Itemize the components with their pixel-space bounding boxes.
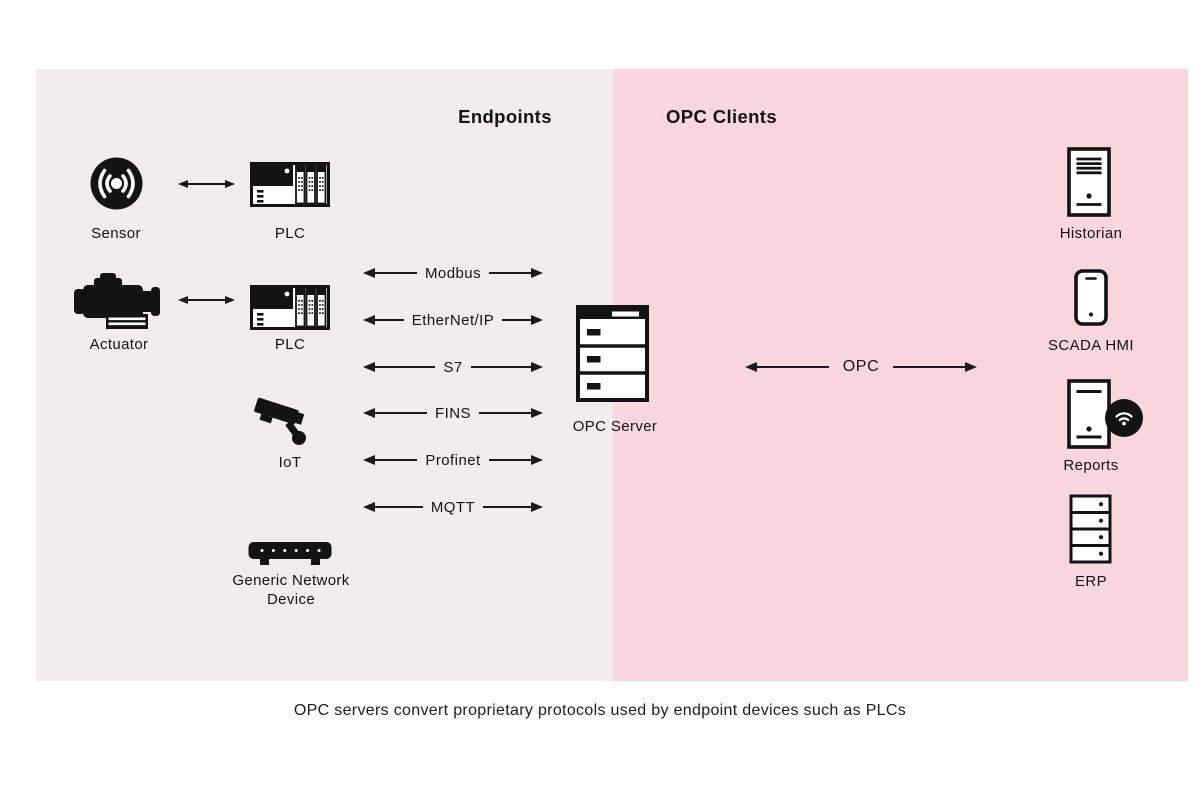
- device-label-plc-2: PLC: [274, 336, 306, 353]
- device-label-iot: IoT: [278, 454, 302, 471]
- report-server-icon: [1067, 379, 1144, 455]
- protocol-label: Modbus: [424, 264, 482, 282]
- server-tower-icon: [1067, 147, 1111, 217]
- network-switch-icon: [248, 541, 332, 566]
- server-drawers-icon: [576, 305, 649, 402]
- cctv-camera-icon: [254, 395, 312, 447]
- protocol-label: FINS: [435, 404, 471, 422]
- device-label-generic-network-device: Generic Network Device: [232, 572, 350, 608]
- device-label-actuator: Actuator: [89, 336, 149, 353]
- bidirectional-arrow: [178, 294, 235, 306]
- client-label-scada-hmi: SCADA HMI: [1048, 337, 1134, 354]
- protocol-label: S7: [443, 358, 463, 376]
- protocol-link-modbus: Modbus: [363, 263, 544, 283]
- protocol-label: Profinet: [425, 451, 481, 469]
- protocol-label: EtherNet/IP: [411, 311, 495, 329]
- device-label-sensor: Sensor: [91, 225, 141, 242]
- plc-icon: [250, 285, 330, 330]
- client-label-erp: ERP: [1075, 573, 1107, 590]
- plc-icon: [250, 162, 330, 207]
- opc-link-label: OPC: [842, 358, 880, 375]
- sensor-icon: [90, 157, 143, 210]
- client-label-historian: Historian: [1059, 225, 1123, 242]
- diagram-caption: OPC servers convert proprietary protocol…: [293, 702, 907, 719]
- smartphone-icon: [1074, 269, 1108, 326]
- server-label: OPC Server: [572, 418, 658, 435]
- bidirectional-arrow: [178, 178, 235, 190]
- server-stack-icon: [1069, 494, 1112, 564]
- protocol-link-s7: S7: [363, 357, 543, 377]
- opc-clients-title: OPC Clients: [666, 106, 777, 127]
- device-label-plc-1: PLC: [274, 225, 306, 242]
- protocol-link-ethernet-ip: EtherNet/IP: [363, 310, 544, 330]
- endpoints-title: Endpoints: [458, 106, 552, 127]
- protocol-link-mqtt: MQTT: [363, 497, 544, 517]
- wifi-badge-icon: [1105, 399, 1143, 437]
- protocol-label: MQTT: [430, 498, 476, 516]
- protocol-link-profinet: Profinet: [363, 450, 544, 470]
- protocol-link-fins: FINS: [363, 403, 543, 423]
- client-label-reports: Reports: [1063, 457, 1119, 474]
- motor-icon: [72, 272, 165, 330]
- opc-link-arrow: OPC: [745, 357, 977, 377]
